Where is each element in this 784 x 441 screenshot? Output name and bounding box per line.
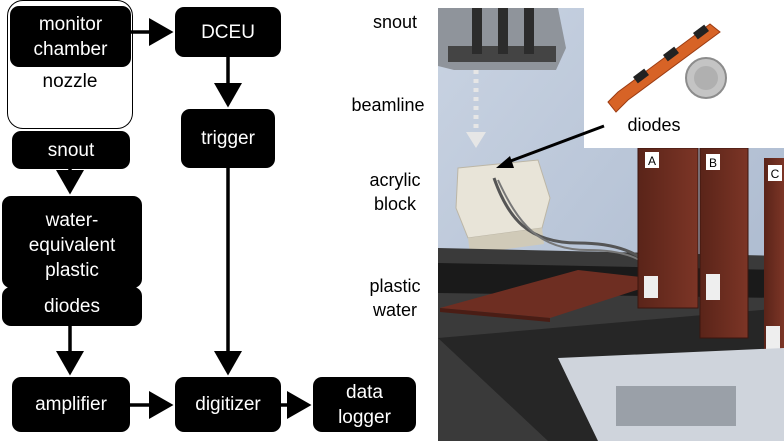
slab-b-letter: B	[709, 156, 717, 170]
photo-label-acrylic-block: acrylic block	[369, 170, 421, 214]
snout-box: snout	[12, 131, 130, 169]
water-equivalent-plastic-box: water- equivalent plastic	[2, 196, 142, 288]
digitizer-box: digitizer	[175, 377, 281, 432]
photo-label-beamline: beamline	[351, 95, 425, 115]
slab-c-letter: C	[771, 167, 780, 181]
photo-label-snout: snout	[372, 12, 418, 32]
slab-b	[700, 148, 748, 338]
experiment-photo: A B C diodes	[438, 8, 784, 441]
dceu-box: DCEU	[175, 7, 281, 57]
trigger-box: trigger	[181, 109, 275, 168]
monitor-chamber-box: monitor chamber	[10, 6, 131, 67]
photo-label-plastic-water: plastic water	[369, 276, 421, 320]
diodes-box: diodes	[2, 287, 142, 326]
diodes-inset	[584, 8, 784, 148]
amplifier-box: amplifier	[12, 377, 130, 432]
nozzle-label: nozzle	[42, 71, 98, 92]
data-logger-box: data logger	[313, 377, 416, 432]
slab-a-letter: A	[648, 154, 656, 168]
slab-c	[764, 158, 784, 358]
inset-diodes-label: diodes	[627, 115, 680, 135]
